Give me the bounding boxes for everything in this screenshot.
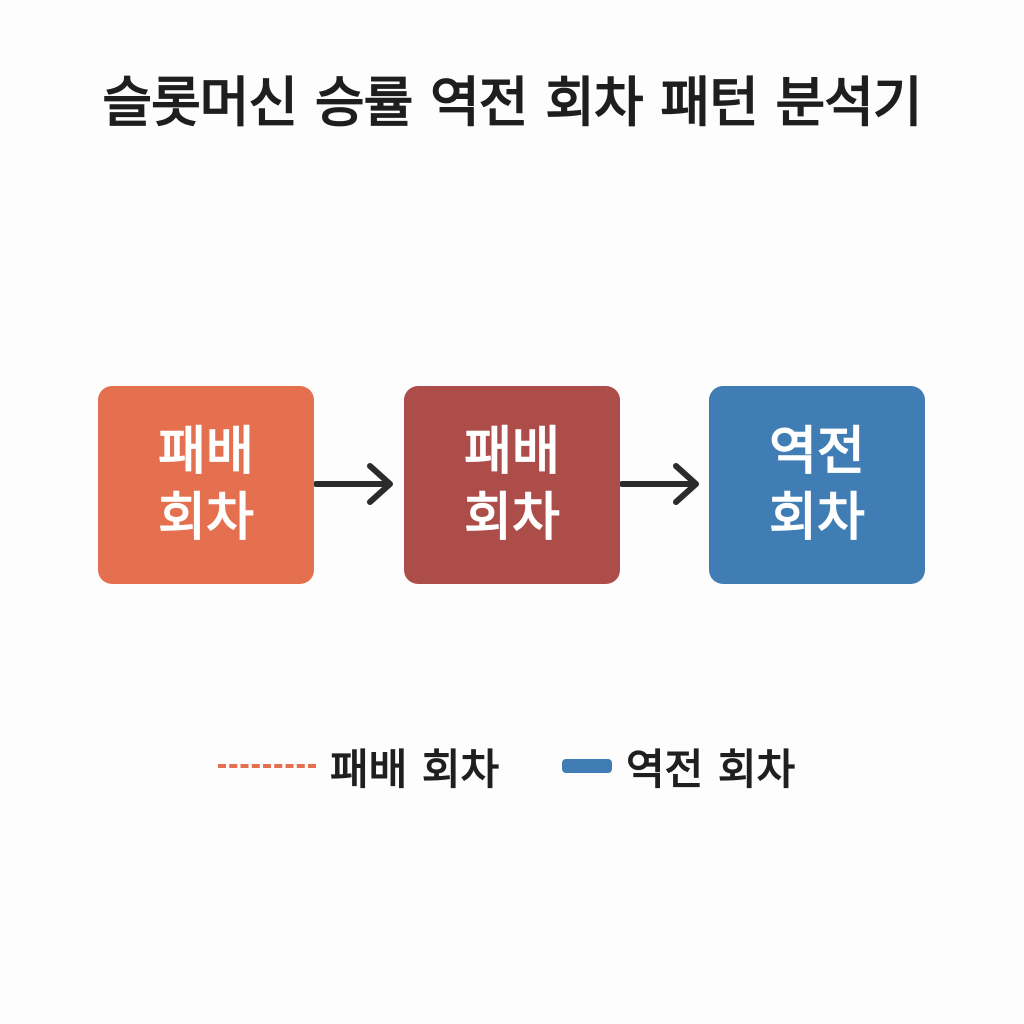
- arrow-right-icon: [620, 463, 699, 505]
- legend-label-comeback-round: 역전 회차: [626, 744, 796, 794]
- legend-label-loss-round: 패배 회차: [330, 744, 500, 794]
- loss-round-box-2: 패배 회차: [404, 386, 620, 584]
- solid-bar-swatch: [562, 759, 612, 773]
- page-title: 슬롯머신 승률 역전 회차 패턴 분석기: [102, 71, 922, 134]
- loss-round-box-1-label: 패배 회차: [158, 422, 254, 548]
- legend: 패배 회차 역전 회차: [0, 736, 1024, 796]
- comeback-round-box-label: 역전 회차: [769, 422, 865, 548]
- comeback-round-box: 역전 회차: [709, 386, 925, 584]
- loss-round-box-1: 패배 회차: [98, 386, 314, 584]
- loss-round-box-2-label: 패배 회차: [464, 422, 560, 548]
- arrow-right-icon: [314, 463, 393, 505]
- legend-item-comeback-round: 역전 회차: [562, 736, 795, 796]
- legend-item-loss-round: 패배 회차: [218, 736, 499, 796]
- dashed-line-swatch: [218, 764, 316, 768]
